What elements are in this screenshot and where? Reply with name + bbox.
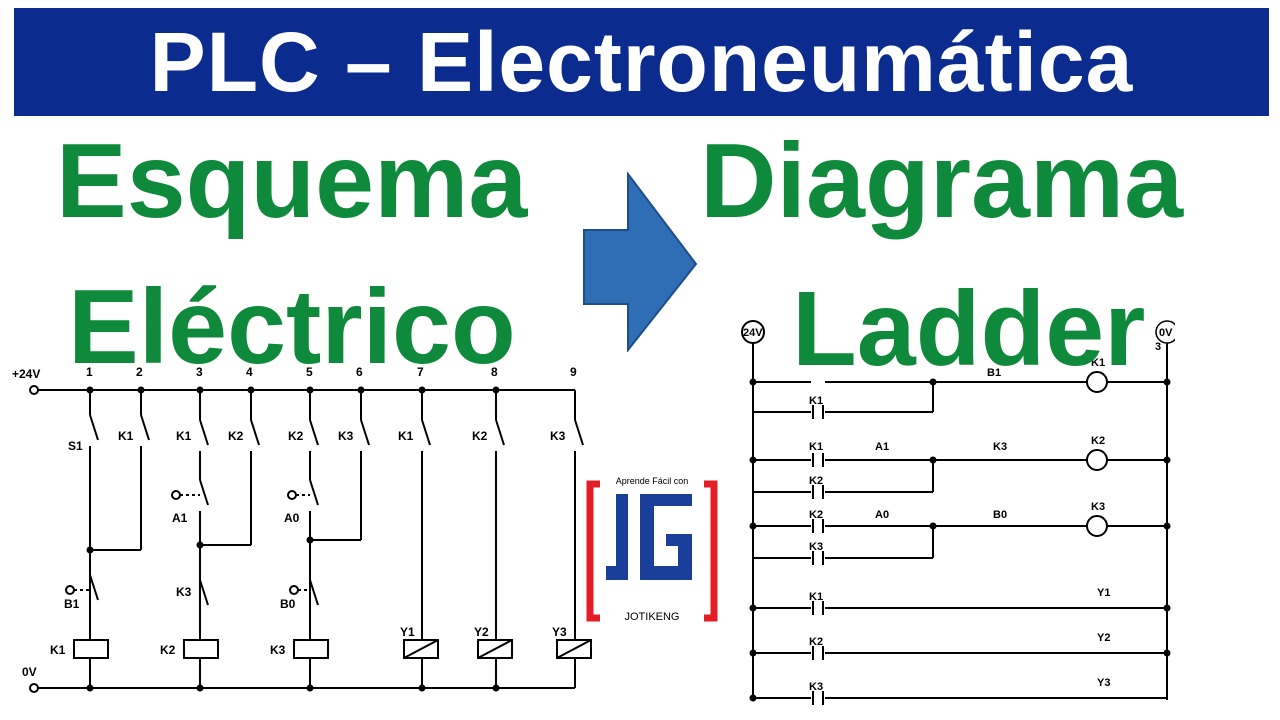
ladder-diagram: 24V 0V 3 K1 B1 K1 K1 A1 K3 K2 K2 K2 A0 B…: [741, 320, 1175, 705]
label-coil-k1: K1: [50, 643, 66, 657]
coil-k1: [73, 639, 109, 659]
arrow-shape: [583, 172, 698, 352]
right-rail-label: 0V: [1159, 327, 1173, 339]
coil-k1: [1086, 371, 1108, 393]
col-num-8: 8: [491, 365, 498, 379]
label-k2-c4: K2: [228, 429, 244, 443]
label-k1-c2: K1: [118, 429, 134, 443]
rung4-contact: K1: [809, 591, 823, 603]
label-k2-c8: K2: [472, 429, 488, 443]
logo-left-bracket: [586, 480, 600, 622]
supply-bottom-label: 0V: [22, 665, 37, 679]
title-banner: PLC – Electroneumática: [14, 8, 1269, 116]
rung6-contact: K3: [809, 681, 823, 693]
col-num-7: 7: [417, 365, 424, 379]
col-num-2: 2: [136, 365, 143, 379]
rung3-contact-k2: K2: [809, 509, 823, 521]
logo-j-letter: [606, 494, 628, 580]
label-k3-c6: K3: [338, 429, 354, 443]
label-coil-k3: K3: [270, 643, 286, 657]
coil-k2: [1086, 449, 1108, 471]
rung2-contact-k1: K1: [809, 441, 823, 453]
label-k1-c3: K1: [176, 429, 192, 443]
rung3-output: K3: [1091, 501, 1105, 513]
heading-diagrama: Diagrama: [700, 122, 1184, 240]
heading-esquema: Esquema: [56, 122, 528, 240]
logo-g-letter: [640, 494, 692, 580]
rung2-branch: K2: [809, 475, 823, 487]
left-rail-label: 24V: [743, 327, 763, 339]
banner-title: PLC – Electroneumática: [149, 15, 1134, 109]
label-y3: Y3: [552, 625, 567, 639]
supply-top-label: +24V: [12, 367, 40, 381]
label-coil-k2: K2: [160, 643, 176, 657]
label-b0: B0: [280, 597, 296, 611]
logo-right-bracket: [704, 480, 718, 622]
label-y2: Y2: [474, 625, 489, 639]
rung1-branch: K1: [809, 395, 823, 407]
logo-name: JOTIKENG: [624, 611, 679, 623]
label-k3-aux: K3: [176, 585, 192, 599]
rung3-branch: K3: [809, 541, 823, 553]
right-rail-number: 3: [1155, 341, 1161, 353]
label-b1: B1: [64, 597, 80, 611]
heading-electrico: Eléctrico: [68, 268, 516, 386]
rung3-contact-b0: B0: [993, 509, 1007, 521]
label-s1: S1: [68, 439, 83, 453]
label-a1: A1: [172, 511, 188, 525]
supply-top-terminal: [29, 385, 39, 395]
col-num-6: 6: [356, 365, 363, 379]
rung3-contact-a0: A0: [875, 509, 889, 521]
coil-k2: [183, 639, 219, 659]
col-num-9: 9: [570, 365, 577, 379]
electric-schematic: +24V 0V 1 2 3 4 5 6 7 8 9 S1 K1 K1 K2 K2…: [12, 365, 592, 693]
rung5-contact: K2: [809, 636, 823, 648]
jotikeng-logo: Aprende Fácil con JOTIKENG: [584, 470, 720, 626]
label-k3-c9: K3: [550, 429, 566, 443]
coil-k3: [1086, 515, 1108, 537]
supply-bottom-terminal: [29, 683, 39, 693]
col-num-1: 1: [86, 365, 93, 379]
rung4-output: Y1: [1097, 587, 1110, 599]
col-num-5: 5: [306, 365, 313, 379]
rung1-contact-b1: B1: [987, 367, 1001, 379]
label-k1-c7: K1: [398, 429, 414, 443]
coil-k3: [293, 639, 329, 659]
rung2-output: K2: [1091, 435, 1105, 447]
rung1-output: K1: [1091, 357, 1105, 369]
rung2-contact-a1: A1: [875, 441, 889, 453]
transform-arrow: [583, 172, 698, 352]
label-k2-c5: K2: [288, 429, 304, 443]
heading-ladder: Ladder: [792, 270, 1146, 388]
logo-tagline: Aprende Fácil con: [616, 476, 689, 486]
label-y1: Y1: [400, 625, 415, 639]
col-num-3: 3: [196, 365, 203, 379]
rung2-contact-k3: K3: [993, 441, 1007, 453]
col-num-4: 4: [246, 365, 253, 379]
rung5-output: Y2: [1097, 632, 1110, 644]
rung6-output: Y3: [1097, 677, 1110, 689]
label-a0: A0: [284, 511, 300, 525]
